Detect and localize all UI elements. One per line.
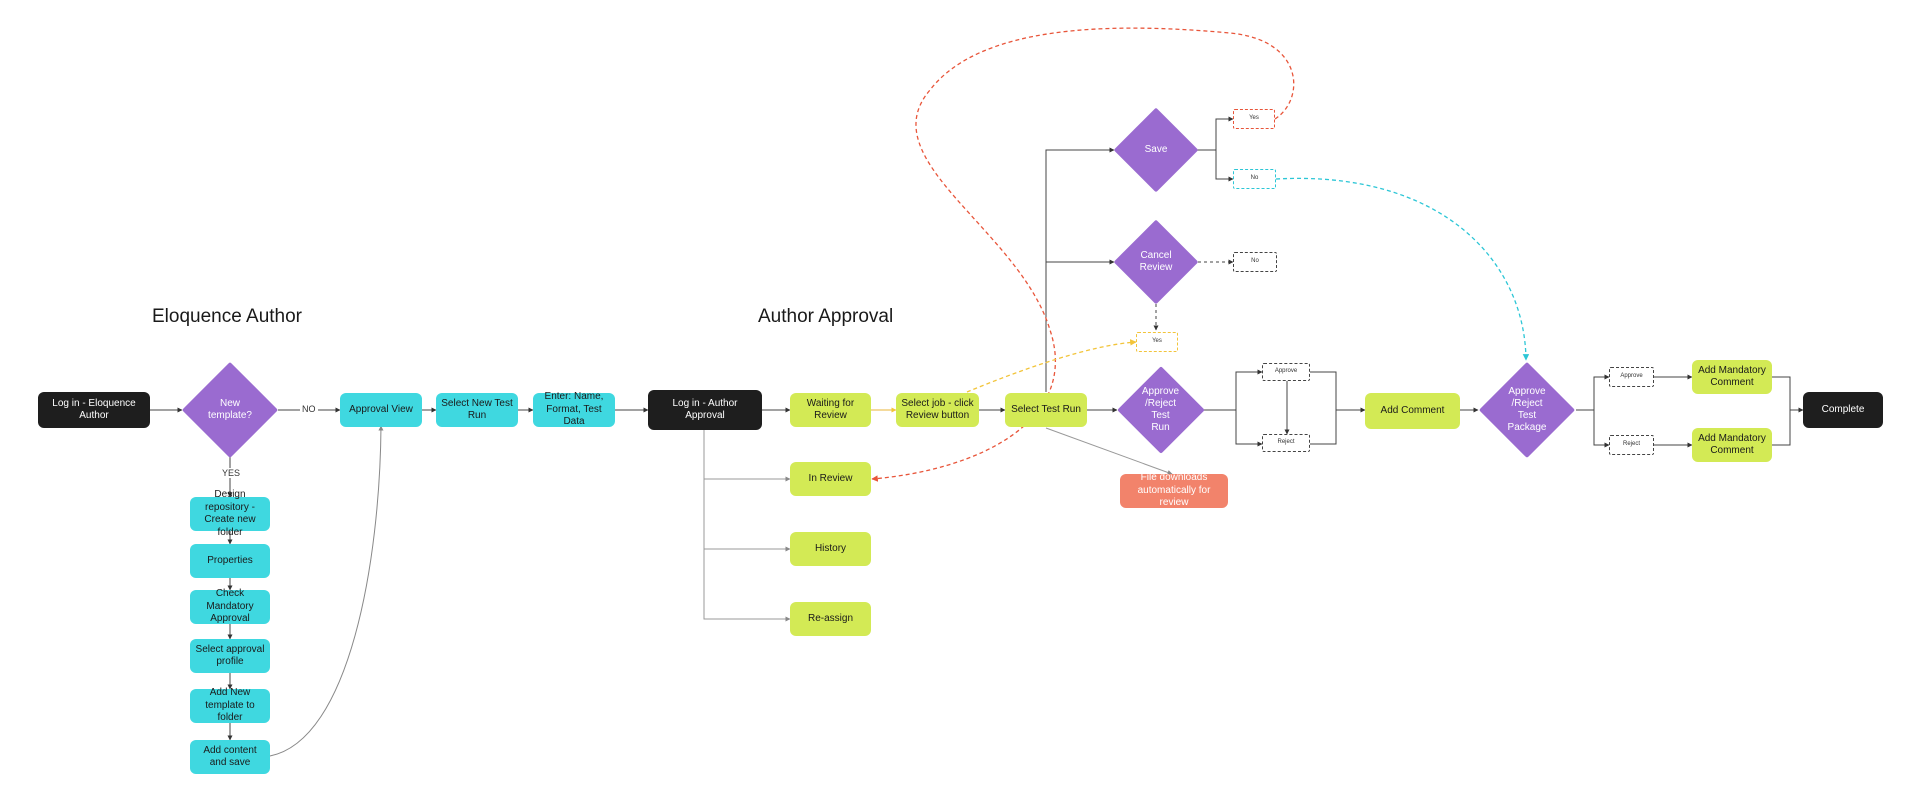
add-content-save-node[interactable]: Add content and save: [190, 740, 270, 774]
edge-comment2-merge: [1772, 410, 1791, 446]
edge-selectrun-to-save: [1045, 147, 1115, 392]
edge-save-to-no: [1215, 150, 1234, 182]
add-comment-node[interactable]: Add Comment: [1365, 393, 1460, 429]
cancel-review-label: Cancel Review: [1139, 250, 1173, 273]
run-reject-option[interactable]: Reject: [1262, 434, 1310, 452]
approve-reject-test-package-decision[interactable]: Approve /Reject Test Package: [1478, 361, 1576, 459]
edge-approve-merge: [1310, 371, 1337, 410]
edge-login-to-reassign: [703, 549, 791, 622]
edge-login-to-inreview: [703, 427, 791, 482]
package-reject-option[interactable]: Reject: [1609, 435, 1654, 455]
enter-name-format-node[interactable]: Enter: Name, Format, Test Data: [533, 391, 615, 427]
cancel-no-option[interactable]: No: [1233, 252, 1277, 272]
login-author-approval-node[interactable]: Log in - Author Approval: [648, 390, 762, 430]
select-test-run-node[interactable]: Select Test Run: [1005, 393, 1087, 427]
section-title-eloquence-author: Eloquence Author: [152, 306, 303, 327]
complete-node[interactable]: Complete: [1803, 392, 1883, 428]
login-eloquence-author-node[interactable]: Log in - Eloquence Author: [38, 392, 150, 428]
select-approval-profile-node[interactable]: Select approval profile: [190, 639, 270, 673]
approve-reject-test-run-decision[interactable]: Approve /Reject Test Run: [1116, 366, 1205, 454]
select-new-test-run-node[interactable]: Select New Test Run: [436, 393, 518, 427]
run-approve-option[interactable]: Approve: [1262, 363, 1310, 381]
edge-login-to-history: [703, 479, 791, 552]
new-template-label: New template?: [208, 398, 252, 421]
design-repository-node[interactable]: Design repository - Create new folder: [190, 489, 270, 538]
save-yes-option[interactable]: Yes: [1233, 109, 1275, 129]
approve-reject-package-label: Approve /Reject Test Package: [1507, 386, 1547, 433]
check-mandatory-approval-node[interactable]: Check Mandatory Approval: [190, 588, 270, 624]
edge-label-yes: YES: [220, 468, 243, 478]
add-mandatory-comment-approve-node[interactable]: Add Mandatory Comment: [1692, 360, 1772, 394]
cancel-review-decision[interactable]: Cancel Review: [1113, 219, 1199, 305]
edge-selectrun-to-download: [1045, 427, 1173, 475]
save-no-option[interactable]: No: [1233, 169, 1276, 189]
cancel-yes-option[interactable]: Yes: [1136, 332, 1178, 352]
edge-label-no: NO: [300, 404, 318, 414]
edge-no-to-package: [1275, 177, 1530, 361]
add-mandatory-comment-reject-node[interactable]: Add Mandatory Comment: [1692, 428, 1772, 462]
edge-run-to-approve-branch: [1204, 369, 1263, 411]
history-node[interactable]: History: [790, 532, 871, 566]
properties-node[interactable]: Properties: [190, 544, 270, 578]
add-new-template-node[interactable]: Add New template to folder: [190, 687, 270, 723]
edge-run-to-reject-branch: [1235, 410, 1263, 447]
save-decision[interactable]: Save: [1113, 107, 1199, 193]
reassign-node[interactable]: Re-assign: [790, 602, 871, 636]
select-job-node[interactable]: Select job - click Review button: [896, 393, 979, 427]
edge-comment1-to-complete: [1772, 376, 1804, 413]
edge-addcontent-to-approvalview: [269, 425, 384, 757]
edge-package-to-reject: [1593, 410, 1610, 448]
save-label: Save: [1144, 144, 1168, 155]
new-template-decision[interactable]: New template?: [181, 361, 279, 459]
edge-reject-merge: [1310, 410, 1337, 445]
waiting-for-review-node[interactable]: Waiting for Review: [790, 393, 871, 427]
approval-view-node[interactable]: Approval View: [340, 393, 422, 427]
section-title-author-approval: Author Approval: [758, 306, 894, 327]
package-approve-option[interactable]: Approve: [1609, 367, 1654, 387]
in-review-node[interactable]: In Review: [790, 462, 871, 496]
edge-package-to-approve: [1576, 374, 1610, 411]
file-downloads-node: File downloads automatically for review: [1120, 472, 1228, 508]
approve-reject-run-label: Approve /Reject Test Run: [1141, 386, 1180, 433]
edge-selectjob-to-cancel-yes: [966, 339, 1137, 393]
